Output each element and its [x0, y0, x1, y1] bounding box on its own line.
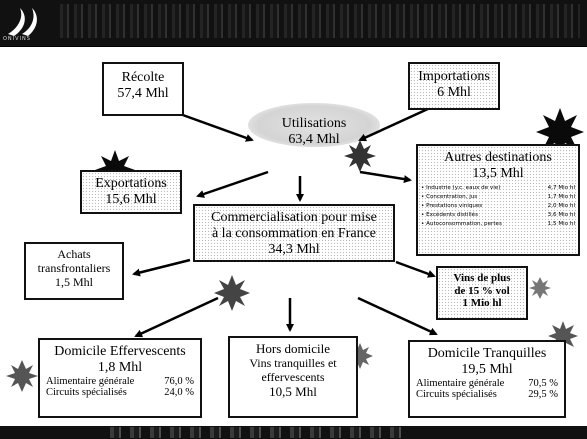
arrow-exportations: [196, 170, 269, 198]
header-pattern: [60, 4, 580, 38]
hors-domicile-box: Hors domicile Vins tranquilles et efferv…: [228, 336, 358, 418]
commercialisation-line2: à la consommation en France: [211, 226, 377, 242]
utilisations-value: 63,4 Mhl: [288, 132, 340, 148]
arrow-tranquilles: [357, 296, 438, 336]
hors-value: 10,5 Mhl: [269, 383, 317, 399]
vins15-value: 1 Mio hl: [462, 297, 502, 310]
exportations-title: Exportations: [95, 176, 167, 191]
autres-title: Autres destinations: [444, 150, 552, 165]
autres-destinations-box: Autres destinations 13,5 Mhl • Industrie…: [416, 144, 580, 256]
arrow-achats: [132, 258, 191, 277]
tranquilles-value: 19,5 Mhl: [461, 362, 513, 378]
exportations-value: 15,6 Mhl: [105, 192, 157, 208]
recolte-title: Récolte: [121, 70, 165, 85]
arrow-recolte: [179, 112, 254, 142]
importations-box: Importations 6 Mhl: [408, 62, 500, 110]
recolte-box: Récolte 57,4 Mhl: [102, 62, 184, 116]
utilisations-node: Utilisations 63,4 Mhl: [262, 112, 366, 156]
autres-item: • Industrie (y.c. eaux de vie)4,7 Mio hl: [421, 185, 575, 192]
effervescents-value: 1,8 Mhl: [97, 360, 143, 376]
utilisations-cloud: [248, 103, 380, 147]
autres-value: 13,5 Mhl: [472, 166, 524, 182]
starburst-icon: [344, 140, 376, 172]
logo-text: ONIVINS: [3, 36, 31, 42]
commercialisation-value: 34,3 Mhl: [268, 242, 320, 258]
starburst-icon: [529, 277, 551, 299]
utilisations-title: Utilisations: [281, 116, 347, 131]
vins-15-box: Vins de plus de 15 % vol 1 Mio hl: [436, 266, 528, 320]
commercialisation-box: Commercialisation pour mise à la consomm…: [193, 204, 395, 262]
recolte-value: 57,4 Mhl: [117, 86, 169, 102]
achats-value: 1,5 Mhl: [54, 274, 93, 289]
domicile-effervescents-box: Domicile Effervescents 1,8 Mhl Alimentai…: [38, 338, 202, 418]
achats-line1: Achats: [57, 247, 91, 261]
exportations-box: Exportations 15,6 Mhl: [80, 170, 182, 214]
vins15-line2: de 15 % vol: [454, 284, 510, 297]
starburst-icon: [6, 360, 38, 392]
hors-line1: Hors domicile: [255, 341, 330, 356]
footer-bar: [0, 426, 587, 439]
effervescents-title: Domicile Effervescents: [54, 344, 186, 359]
commercialisation-line1: Commercialisation pour mise: [211, 210, 377, 225]
importations-value: 6 Mhl: [437, 85, 471, 101]
tranquilles-title: Domicile Tranquilles: [427, 346, 547, 361]
achats-line2: transfrontaliers: [37, 260, 111, 275]
domicile-tranquilles-box: Domicile Tranquilles 19,5 Mhl Alimentair…: [408, 340, 566, 418]
starburst-icon: [214, 275, 250, 311]
achats-box: Achats transfrontaliers 1,5 Mhl: [24, 242, 124, 300]
header-bar: ONIVINS: [0, 0, 587, 46]
arrow-vins15: [395, 260, 436, 278]
arrow-importations: [358, 106, 431, 142]
arrow-effervescents: [134, 296, 219, 338]
arrow-autres: [359, 170, 412, 184]
importations-title: Importations: [418, 69, 490, 84]
hors-line2: Vins tranquilles et: [249, 355, 337, 370]
logo-icon: [8, 8, 37, 36]
hors-line3: effervescents: [261, 369, 325, 384]
vins15-line1: Vins de plus: [453, 272, 511, 284]
footer-pattern: [110, 427, 410, 438]
